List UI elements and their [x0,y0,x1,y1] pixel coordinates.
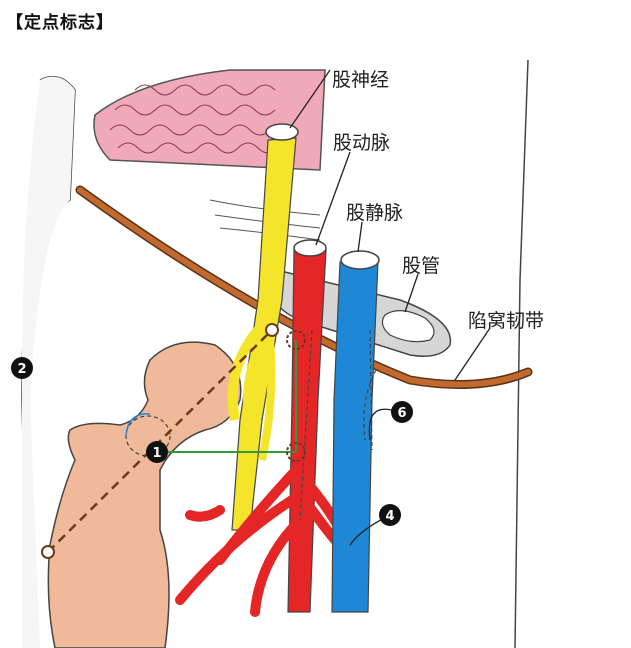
vein-cut-end [340,250,380,270]
diagonal-axis [47,329,273,553]
muscle-texture [109,84,291,154]
femoral-head-outline [125,413,151,437]
thigh-wall [21,76,75,648]
nerve-cut-end [265,123,299,141]
femoral-canal-opening [381,310,435,343]
marker-1: 1 [146,441,168,463]
svg-text:6: 6 [397,406,406,421]
guide-lines [158,340,297,453]
artery-cut-end [293,239,327,257]
label-femoral-canal: 股管 [402,255,440,277]
label-femoral-artery: 股动脉 [333,132,390,154]
svg-text:1: 1 [152,446,161,461]
marker-6: 6 [391,401,413,423]
label-femoral-nerve: 股神经 [332,69,389,91]
label-femoral-vein: 股静脉 [346,202,403,224]
femoral-nerve [231,137,297,531]
femoral-vein [331,261,379,613]
femur [47,341,242,648]
nerve-branches [227,326,276,461]
svg-text:2: 2 [17,362,26,377]
label-lacunar-ligament: 陷窝韧带 [468,310,544,332]
marker-4: 4 [379,504,401,526]
artery-branches [175,465,360,617]
svg-text:4: 4 [385,509,394,524]
axis-end-upper [265,323,279,337]
guide-points [286,330,306,462]
page-title: 【定点标志】 [6,13,114,33]
marker-2: 2 [11,357,33,379]
axis-end-lower [41,545,55,559]
femoral-artery [287,249,327,613]
